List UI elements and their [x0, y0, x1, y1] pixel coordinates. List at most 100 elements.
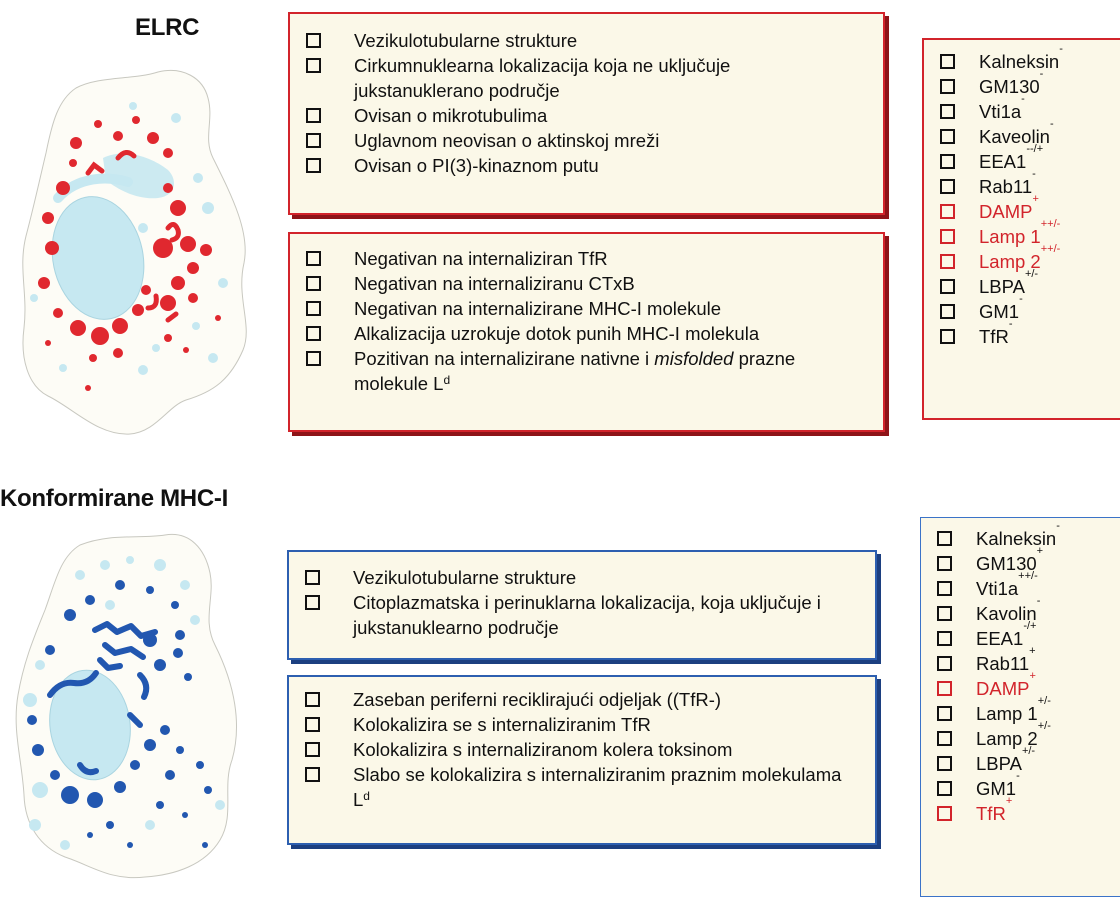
list-item-text: Negativan na internalizirane MHC-I molek… — [354, 298, 722, 319]
superscript: d — [363, 789, 370, 803]
mhc-title: Konformirane MHC-I — [0, 485, 228, 512]
elrc-cell-illustration — [22, 70, 247, 435]
list-item-text: Slabo se kolokalizira s internaliziranim… — [353, 762, 855, 812]
elrc-marker-box: Kalneksin-GM130-Vti1a-Kaveolin-EEA1--/+R… — [922, 38, 1120, 420]
checkbox-icon — [937, 606, 952, 621]
list-item: Vezikulotubularne strukture — [305, 565, 855, 590]
list-item-text: Alkalizacija uzrokuje dotok punih MHC-I … — [354, 323, 760, 344]
checkbox-icon — [306, 251, 321, 266]
marker-name: LBPA — [979, 276, 1025, 297]
checkbox-icon — [305, 692, 320, 707]
checkbox-icon — [937, 656, 952, 671]
checkbox-icon — [306, 276, 321, 291]
marker-name: GM130 — [976, 553, 1037, 574]
checkbox-icon — [937, 731, 952, 746]
checkbox-icon — [306, 158, 321, 173]
list-item-text: Kolokalizira se s internaliziranim TfR — [353, 714, 651, 735]
list-item-emphasis: misfolded — [654, 348, 734, 369]
checkbox-icon — [305, 767, 320, 782]
marker-item: Rab11- — [940, 169, 1120, 199]
marker-item: GM1- — [940, 294, 1120, 324]
superscript: d — [443, 373, 451, 387]
checkbox-icon — [937, 806, 952, 821]
marker-item: GM130+ — [937, 546, 1120, 576]
checkbox-icon — [305, 570, 320, 585]
checkbox-icon — [940, 229, 955, 244]
checkbox-icon — [940, 279, 955, 294]
checkbox-icon — [937, 681, 952, 696]
list-item: Slabo se kolokalizira s internaliziranim… — [305, 762, 855, 812]
marker-item: GM130- — [940, 69, 1120, 99]
checkbox-icon — [305, 595, 320, 610]
marker-item: Vti1a++/- — [937, 571, 1120, 601]
list-item-text: Kolokalizira s internaliziranom kolera t… — [353, 739, 733, 760]
list-item: Negativan na internalizirane MHC-I molek… — [306, 296, 863, 321]
list-item: Vezikulotubularne strukture — [306, 28, 863, 53]
checkbox-icon — [937, 781, 952, 796]
marker-name: Lamp 2 — [979, 251, 1041, 272]
marker-item: EEA1-/+ — [937, 621, 1120, 651]
marker-item: DAMP+ — [940, 194, 1120, 224]
marker-name: Lamp 1 — [976, 703, 1038, 724]
checkbox-icon — [305, 717, 320, 732]
marker-name: Vti1a — [976, 578, 1019, 599]
checkbox-icon — [306, 33, 321, 48]
checkbox-icon — [306, 301, 321, 316]
list-item: Kolokalizira se s internaliziranim TfR — [305, 712, 855, 737]
list-item: Kolokalizira s internaliziranom kolera t… — [305, 737, 855, 762]
checkbox-icon — [937, 756, 952, 771]
mhc-cell-illustration — [15, 533, 237, 879]
marker-item: GM1- — [937, 771, 1120, 801]
marker-name: GM1 — [979, 301, 1020, 322]
checkbox-icon — [940, 79, 955, 94]
checkbox-icon — [306, 326, 321, 341]
list-item-text: Citoplazmatska i perinuklarna lokalizaci… — [353, 592, 821, 638]
checkbox-icon — [940, 154, 955, 169]
checkbox-icon — [940, 204, 955, 219]
checkbox-icon — [306, 58, 321, 73]
marker-item: Kavolin- — [937, 596, 1120, 626]
marker-name: Kalneksin — [976, 528, 1057, 549]
list-item: Ovisan o PI(3)-kinaznom putu — [306, 153, 863, 178]
marker-name: Kavolin — [976, 603, 1037, 624]
list-item-text: Negativan na internaliziranu CTxB — [354, 273, 635, 294]
list-item-text: Vezikulotubularne strukture — [354, 30, 578, 51]
checkbox-icon — [305, 742, 320, 757]
list-item-text: Ovisan o mikrotubulima — [354, 105, 548, 126]
marker-name: TfR — [979, 326, 1009, 347]
marker-item: DAMP+ — [937, 671, 1120, 701]
marker-name: GM1 — [976, 778, 1017, 799]
marker-name: Lamp 1 — [979, 226, 1041, 247]
checkbox-icon — [940, 104, 955, 119]
marker-item: Kalneksin- — [937, 521, 1120, 551]
marker-name: Kalneksin — [979, 51, 1060, 72]
checkbox-icon — [940, 54, 955, 69]
checkbox-icon — [940, 329, 955, 344]
checkbox-icon — [306, 351, 321, 366]
marker-name: Lamp 2 — [976, 728, 1038, 749]
list-item-text: Zaseban periferni reciklirajući odjeljak… — [353, 689, 722, 710]
list-item: Pozitivan na internalizirane nativne i m… — [306, 346, 863, 396]
checkbox-icon — [937, 556, 952, 571]
checkbox-icon — [940, 129, 955, 144]
marker-item: Vti1a- — [940, 94, 1120, 124]
checkbox-icon — [940, 179, 955, 194]
list-item-text: Ovisan o PI(3)-kinaznom putu — [354, 155, 599, 176]
marker-name: Rab11 — [976, 653, 1030, 674]
list-item-text-part: Slabo se kolokalizira s internaliziranim… — [353, 764, 842, 810]
list-item: Negativan na internaliziran TfR — [306, 246, 863, 271]
list-item: Ovisan o mikrotubulima — [306, 103, 863, 128]
list-item-text: Pozitivan na internalizirane nativne i m… — [354, 346, 863, 396]
marker-name: EEA1 — [976, 628, 1024, 649]
marker-name: Kaveolin — [979, 126, 1050, 147]
mhc-localization-box: Zaseban periferni reciklirajući odjeljak… — [287, 675, 877, 845]
marker-item: Kalneksin- — [940, 44, 1120, 74]
list-item-text: Cirkumnuklearna lokalizacija koja ne ukl… — [354, 55, 731, 101]
list-item: Citoplazmatska i perinuklarna lokalizaci… — [305, 590, 855, 640]
checkbox-icon — [937, 706, 952, 721]
list-item-text-part: Pozitivan na internalizirane nativne i — [354, 348, 655, 369]
list-item: Negativan na internaliziranu CTxB — [306, 271, 863, 296]
marker-item: Rab11+ — [937, 646, 1120, 676]
